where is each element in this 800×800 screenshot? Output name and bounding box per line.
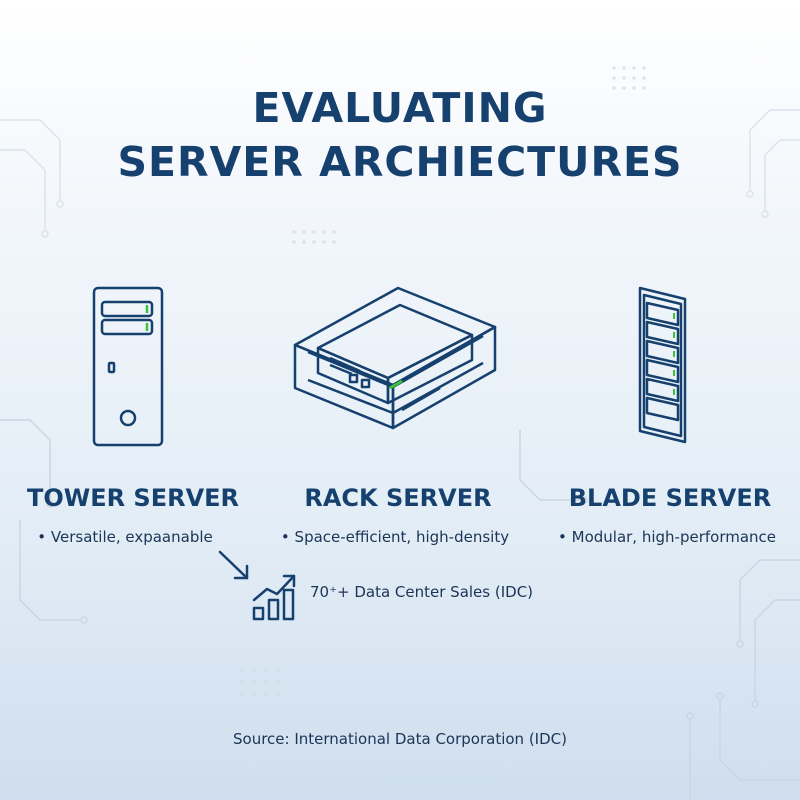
bullet-marker: • <box>280 528 290 546</box>
rack-server-title: RACK SERVER <box>304 484 492 512</box>
blade-server-feature: • Modular, high-performance <box>537 530 797 545</box>
rack-server-feature: • Space-efficient, high-density <box>265 530 525 545</box>
tower-server-title: TOWER SERVER <box>26 484 240 512</box>
tower-server-icon <box>92 286 164 447</box>
rack-server-icon <box>293 286 497 430</box>
page-title-line-1: EVALUATING <box>252 84 548 132</box>
bullet-marker: • <box>557 528 567 546</box>
page-title-line-2: SERVER ARCHIECTURES <box>117 138 683 186</box>
tower-server-feature: • Versatile, expaanable <box>0 530 255 545</box>
blade-server-feature-text: Modular, high-performance <box>571 528 777 546</box>
tower-server-feature-text: Versatile, expaanable <box>50 528 213 546</box>
source-note: Source: International Data Corporation (… <box>233 730 567 748</box>
bullet-marker: • <box>37 528 47 546</box>
blade-server-icon <box>638 286 687 444</box>
growth-chart-icon <box>252 574 296 621</box>
rack-server-feature-text: Space-efficient, high-density <box>294 528 510 546</box>
data-center-sales-stat: 70⁺+ Data Center Sales (IDC) <box>310 583 534 601</box>
blade-server-title: BLADE SERVER <box>568 484 772 512</box>
arrow-icon <box>218 550 249 580</box>
